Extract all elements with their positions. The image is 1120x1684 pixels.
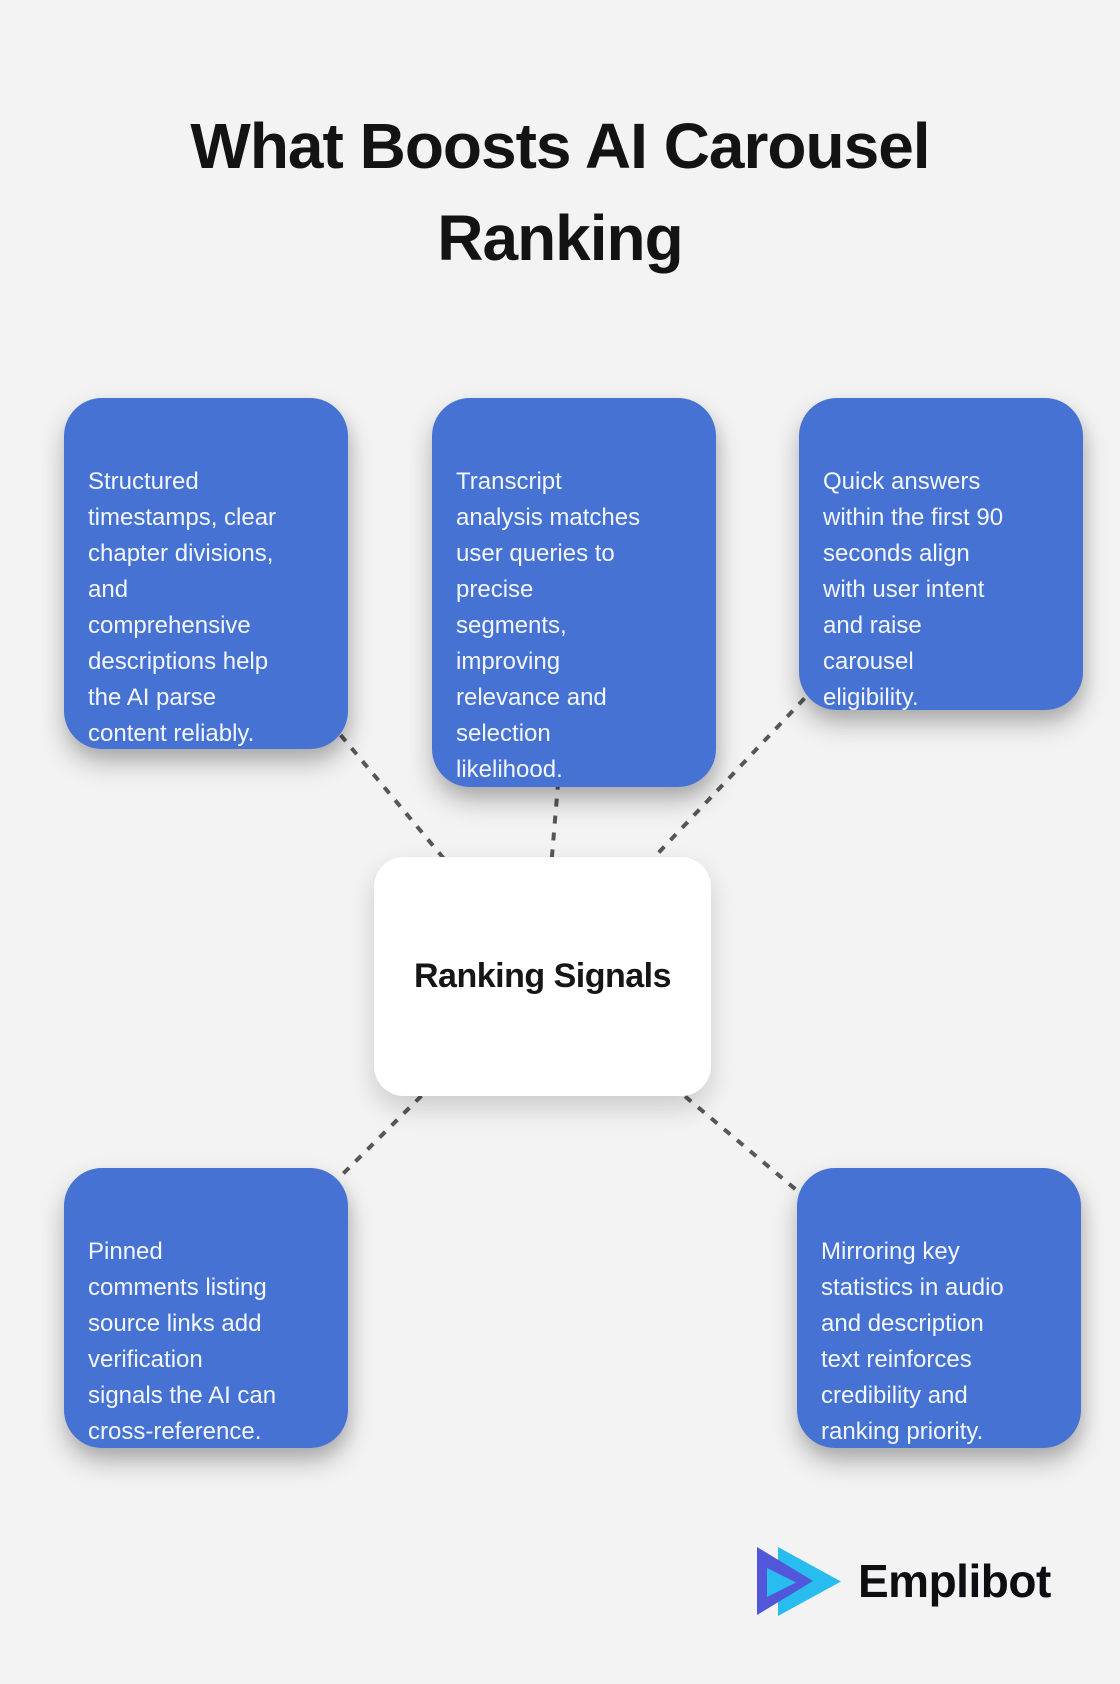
emplibot-logo: Emplibot bbox=[755, 1544, 1051, 1618]
node-structured-metadata-text: Structured timestamps, clear chapter div… bbox=[88, 468, 277, 747]
node-quick-answers: Quick answers within the first 90 second… bbox=[799, 398, 1083, 711]
node-pinned-comments: Pinned comments listing source links add… bbox=[64, 1168, 348, 1448]
node-structured-metadata: Structured timestamps, clear chapter div… bbox=[64, 398, 348, 749]
play-triangles-icon bbox=[757, 1547, 841, 1616]
central-node: Ranking Signals bbox=[374, 857, 711, 1096]
node-mirroring-statistics-text: Mirroring key statistics in audio and de… bbox=[821, 1238, 1004, 1445]
central-node-label: Ranking Signals bbox=[414, 957, 672, 995]
node-mirroring-statistics: Mirroring key statistics in audio and de… bbox=[797, 1168, 1081, 1448]
page-title: What Boosts AI Carousel Ranking bbox=[190, 110, 930, 274]
node-quick-answers-text: Quick answers within the first 90 second… bbox=[823, 468, 1004, 711]
node-transcript-analysis: Transcript analysis matches user queries… bbox=[432, 398, 716, 787]
brand-name: Emplibot bbox=[858, 1555, 1051, 1607]
node-transcript-analysis-text: Transcript analysis matches user queries… bbox=[456, 468, 641, 783]
node-pinned-comments-text: Pinned comments listing source links add… bbox=[88, 1238, 277, 1445]
